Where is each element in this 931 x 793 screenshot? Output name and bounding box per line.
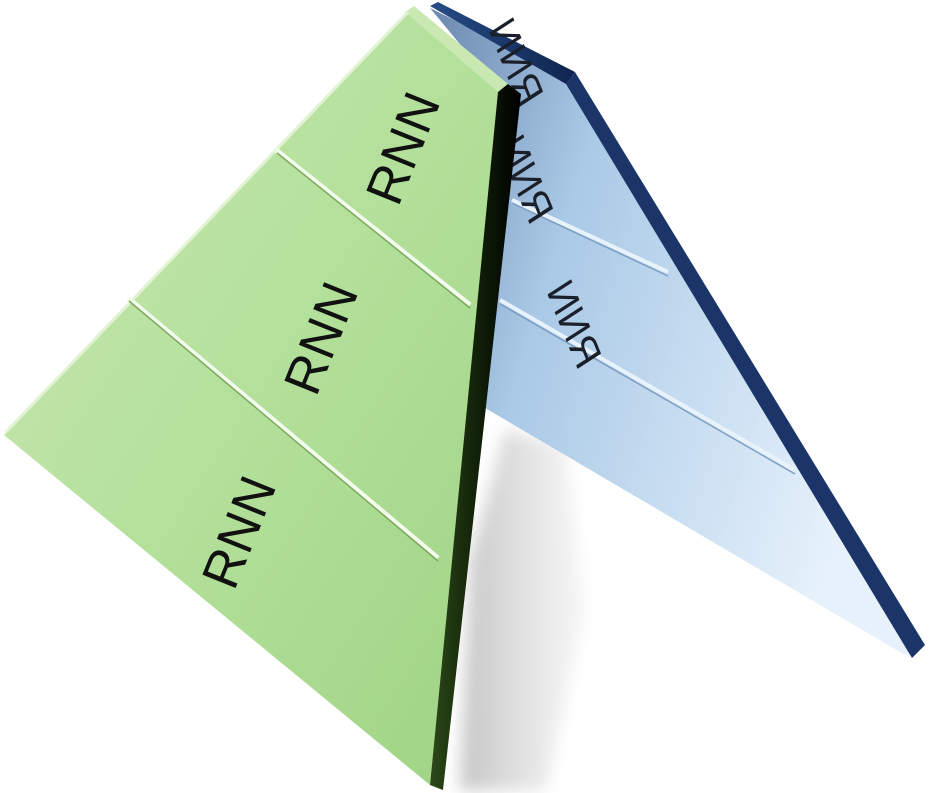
front-cell-divider [276, 152, 471, 309]
panel-shadow [460, 430, 585, 790]
back-cell-divider [499, 298, 796, 472]
front-cell-divider [274, 148, 472, 307]
front-cell-divider [128, 300, 439, 562]
back-panel-face [430, 8, 918, 655]
back-panel: RNN RNN RNN [430, 2, 925, 658]
front-panel: RNN RNN RNN [4, 6, 521, 790]
back-cell-divider [511, 198, 669, 274]
back-panel-top-edge [430, 2, 575, 84]
front-panel-face [4, 10, 500, 785]
back-cell-divider [511, 202, 669, 277]
front-cell-divider [126, 296, 440, 560]
back-panel-right-edge [566, 72, 925, 658]
front-panel-left-bevel [4, 10, 410, 434]
back-cell-divider [499, 303, 796, 475]
front-panel-top-edge [405, 6, 508, 92]
front-panel-right-edge [430, 84, 521, 790]
